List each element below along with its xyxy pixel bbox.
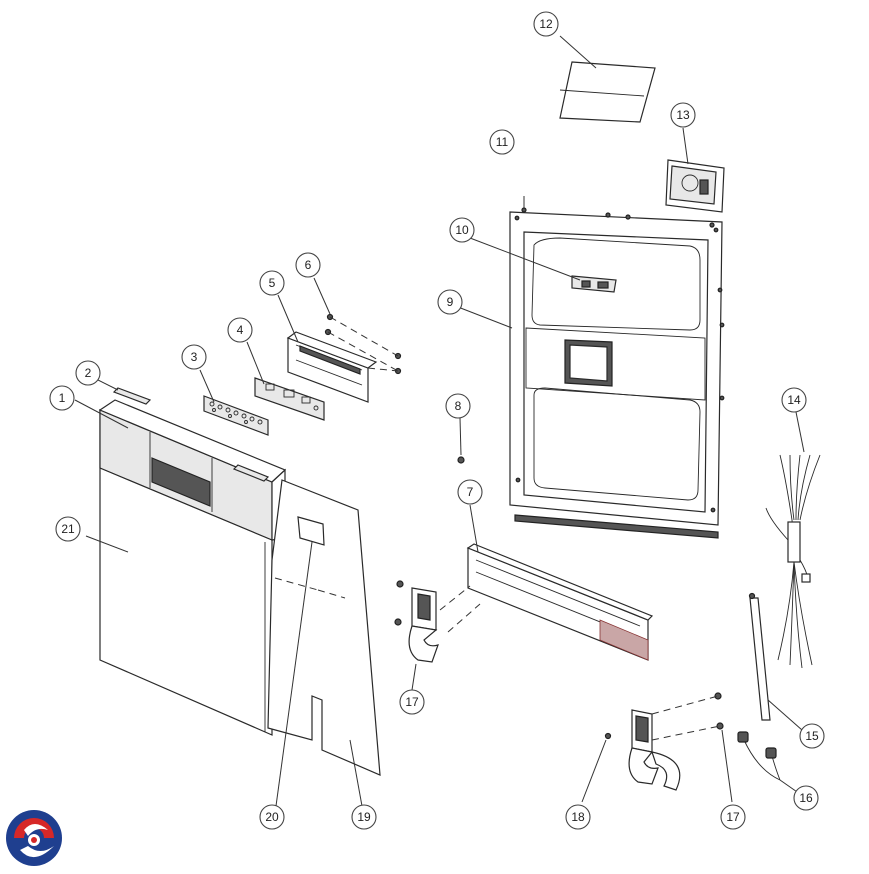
callout-21: 21	[55, 516, 81, 542]
svg-text:6: 6	[305, 258, 312, 272]
svg-text:12: 12	[539, 17, 553, 31]
callout-8: 8	[445, 393, 471, 419]
part-6-screws	[324, 313, 402, 375]
callout-1: 1	[49, 385, 75, 411]
svg-text:18: 18	[571, 810, 585, 824]
callout-7: 7	[457, 479, 483, 505]
callout-13: 13	[670, 102, 696, 128]
svg-text:11: 11	[496, 135, 509, 149]
svg-text:14: 14	[787, 393, 801, 407]
svg-text:21: 21	[61, 522, 75, 536]
part-8-screw	[457, 417, 465, 464]
part-21-outer-door-panel	[98, 399, 287, 736]
callout-6: 6	[295, 252, 321, 278]
part-17-hinge-right	[581, 692, 733, 803]
part-2-top-trim-pieces	[112, 387, 270, 482]
part-17-hinge-left	[394, 580, 439, 691]
callout-14: 14	[781, 387, 807, 413]
svg-text:20: 20	[265, 810, 279, 824]
callout-9: 9	[437, 289, 463, 315]
svg-text:8: 8	[455, 399, 462, 413]
callout-11: 11	[489, 129, 515, 155]
part-14-wiring-harness	[765, 411, 821, 669]
callout-leaders	[74, 35, 689, 807]
svg-text:9: 9	[447, 295, 454, 309]
callout-5: 5	[259, 270, 285, 296]
callout-4: 4	[227, 317, 253, 343]
svg-text:1: 1	[59, 391, 66, 405]
callout-12: 12	[533, 11, 559, 37]
part-19-insulation-board	[267, 479, 381, 776]
part-11-screws	[521, 196, 715, 228]
callout-15: 15	[799, 723, 825, 749]
callout-16: 16	[793, 785, 819, 811]
callout-17-left: 17	[399, 689, 425, 715]
svg-text:19: 19	[357, 810, 371, 824]
svg-text:4: 4	[237, 323, 244, 337]
svg-text:7: 7	[467, 485, 474, 499]
callout-17-right: 17	[720, 804, 746, 830]
svg-text:17: 17	[405, 695, 419, 709]
callout-19: 19	[351, 804, 377, 830]
svg-text:13: 13	[676, 108, 690, 122]
svg-text:5: 5	[269, 276, 276, 290]
part-3-control-board	[203, 395, 269, 436]
callout-18: 18	[565, 804, 591, 830]
part-20-label-sticker	[297, 516, 325, 546]
svg-text:17: 17	[726, 810, 740, 824]
callout-3: 3	[181, 344, 207, 370]
part-12-instruction-card	[559, 61, 656, 123]
callout-10: 10	[449, 217, 475, 243]
callout-2: 2	[75, 360, 101, 386]
callout-20: 20	[259, 804, 285, 830]
part-9-inner-door-liner	[509, 211, 725, 539]
part-10-door-latch	[571, 275, 617, 293]
svg-text:16: 16	[799, 791, 813, 805]
svg-text:10: 10	[455, 223, 469, 237]
part-5-control-housing	[286, 331, 378, 403]
svg-text:2: 2	[85, 366, 92, 380]
part-15-door-spring-rod	[748, 592, 803, 731]
part-16-sensor-cable	[737, 731, 801, 795]
svg-text:3: 3	[191, 350, 198, 364]
part-13-detergent-dispenser	[665, 159, 725, 213]
part-4-electronic-board	[254, 377, 325, 421]
part-7-bottom-channel	[439, 543, 654, 661]
brand-swirl-logo-icon	[6, 810, 62, 866]
svg-text:15: 15	[805, 729, 819, 743]
